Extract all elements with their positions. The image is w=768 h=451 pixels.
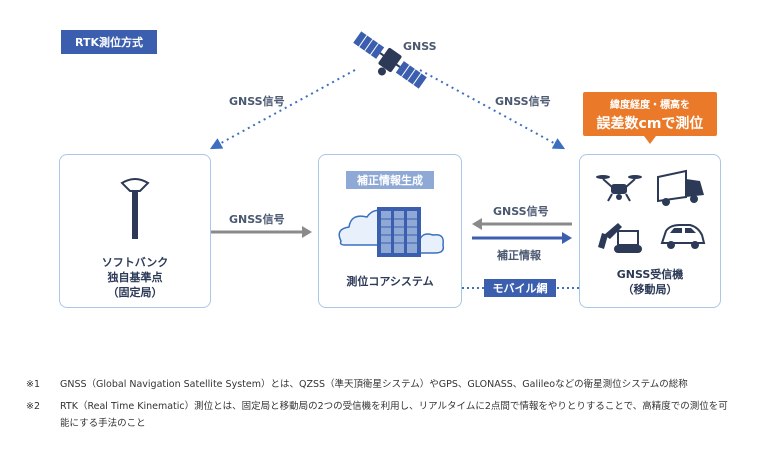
signal-line-left (209, 69, 356, 150)
arrow-receiver-to-core (472, 218, 572, 230)
core-system-label: 測位コアシステム (346, 275, 434, 288)
note-1-text: GNSS（Global Navigation Satellite System）… (60, 379, 688, 390)
callout-line1: 緯度経度・標高を (610, 100, 690, 111)
car-icon (660, 224, 706, 249)
title-tag: RTK測位方式 (61, 30, 157, 54)
excavator-icon (598, 223, 642, 253)
note-2: ※2 RTK（Real Time Kinematic）測位とは、固定局と移動局の… (26, 399, 756, 433)
mobile-network-tag: モバイル網 (484, 279, 556, 297)
truck-icon (657, 169, 704, 206)
arrow-base-to-core (210, 226, 312, 238)
note-1: ※1 GNSS（Global Navigation Satellite Syst… (26, 377, 756, 393)
arrow-core-to-receiver (472, 232, 572, 244)
satellite-label: GNSS (403, 40, 437, 53)
base-station-line1: ソフトバンク (101, 256, 169, 269)
note-2-mark: ※2 (26, 401, 41, 412)
signal-line-right (419, 69, 566, 150)
base-station-box: ソフトバンク 独自基準点 （固定局） (59, 154, 211, 308)
note-2-text-line1: RTK（Real Time Kinematic）測位とは、固定局と移動局の2つの… (60, 401, 728, 412)
signal-label-receiver: GNSS信号 (493, 205, 549, 218)
drone-icon (596, 175, 642, 202)
satellite-icon (353, 31, 427, 89)
note-1-mark: ※1 (26, 379, 41, 390)
antenna-icon (120, 178, 150, 239)
base-station-line2: 独自基準点 (107, 271, 163, 284)
note-2-text-line2: 能にする手法のこと (60, 418, 146, 429)
receiver-box: GNSS受信機 （移動局） (579, 154, 721, 308)
receiver-line1: GNSS受信機 (616, 268, 684, 281)
signal-label-base: GNSS信号 (229, 213, 285, 226)
server-cloud-icon (338, 207, 445, 257)
signal-label-left: GNSS信号 (229, 95, 285, 108)
signal-label-right: GNSS信号 (495, 95, 551, 108)
receiver-line2: （移動局） (622, 283, 678, 296)
base-station-line3: （固定局） (107, 286, 163, 299)
callout-line2: 誤差数cmで測位 (596, 116, 704, 132)
callout-pointer (644, 136, 656, 144)
accuracy-callout: 緯度経度・標高を 誤差数cmで測位 (583, 92, 717, 136)
correction-info-label: 補正情報 (497, 249, 541, 262)
correction-generation-tag: 補正情報生成 (346, 171, 434, 189)
